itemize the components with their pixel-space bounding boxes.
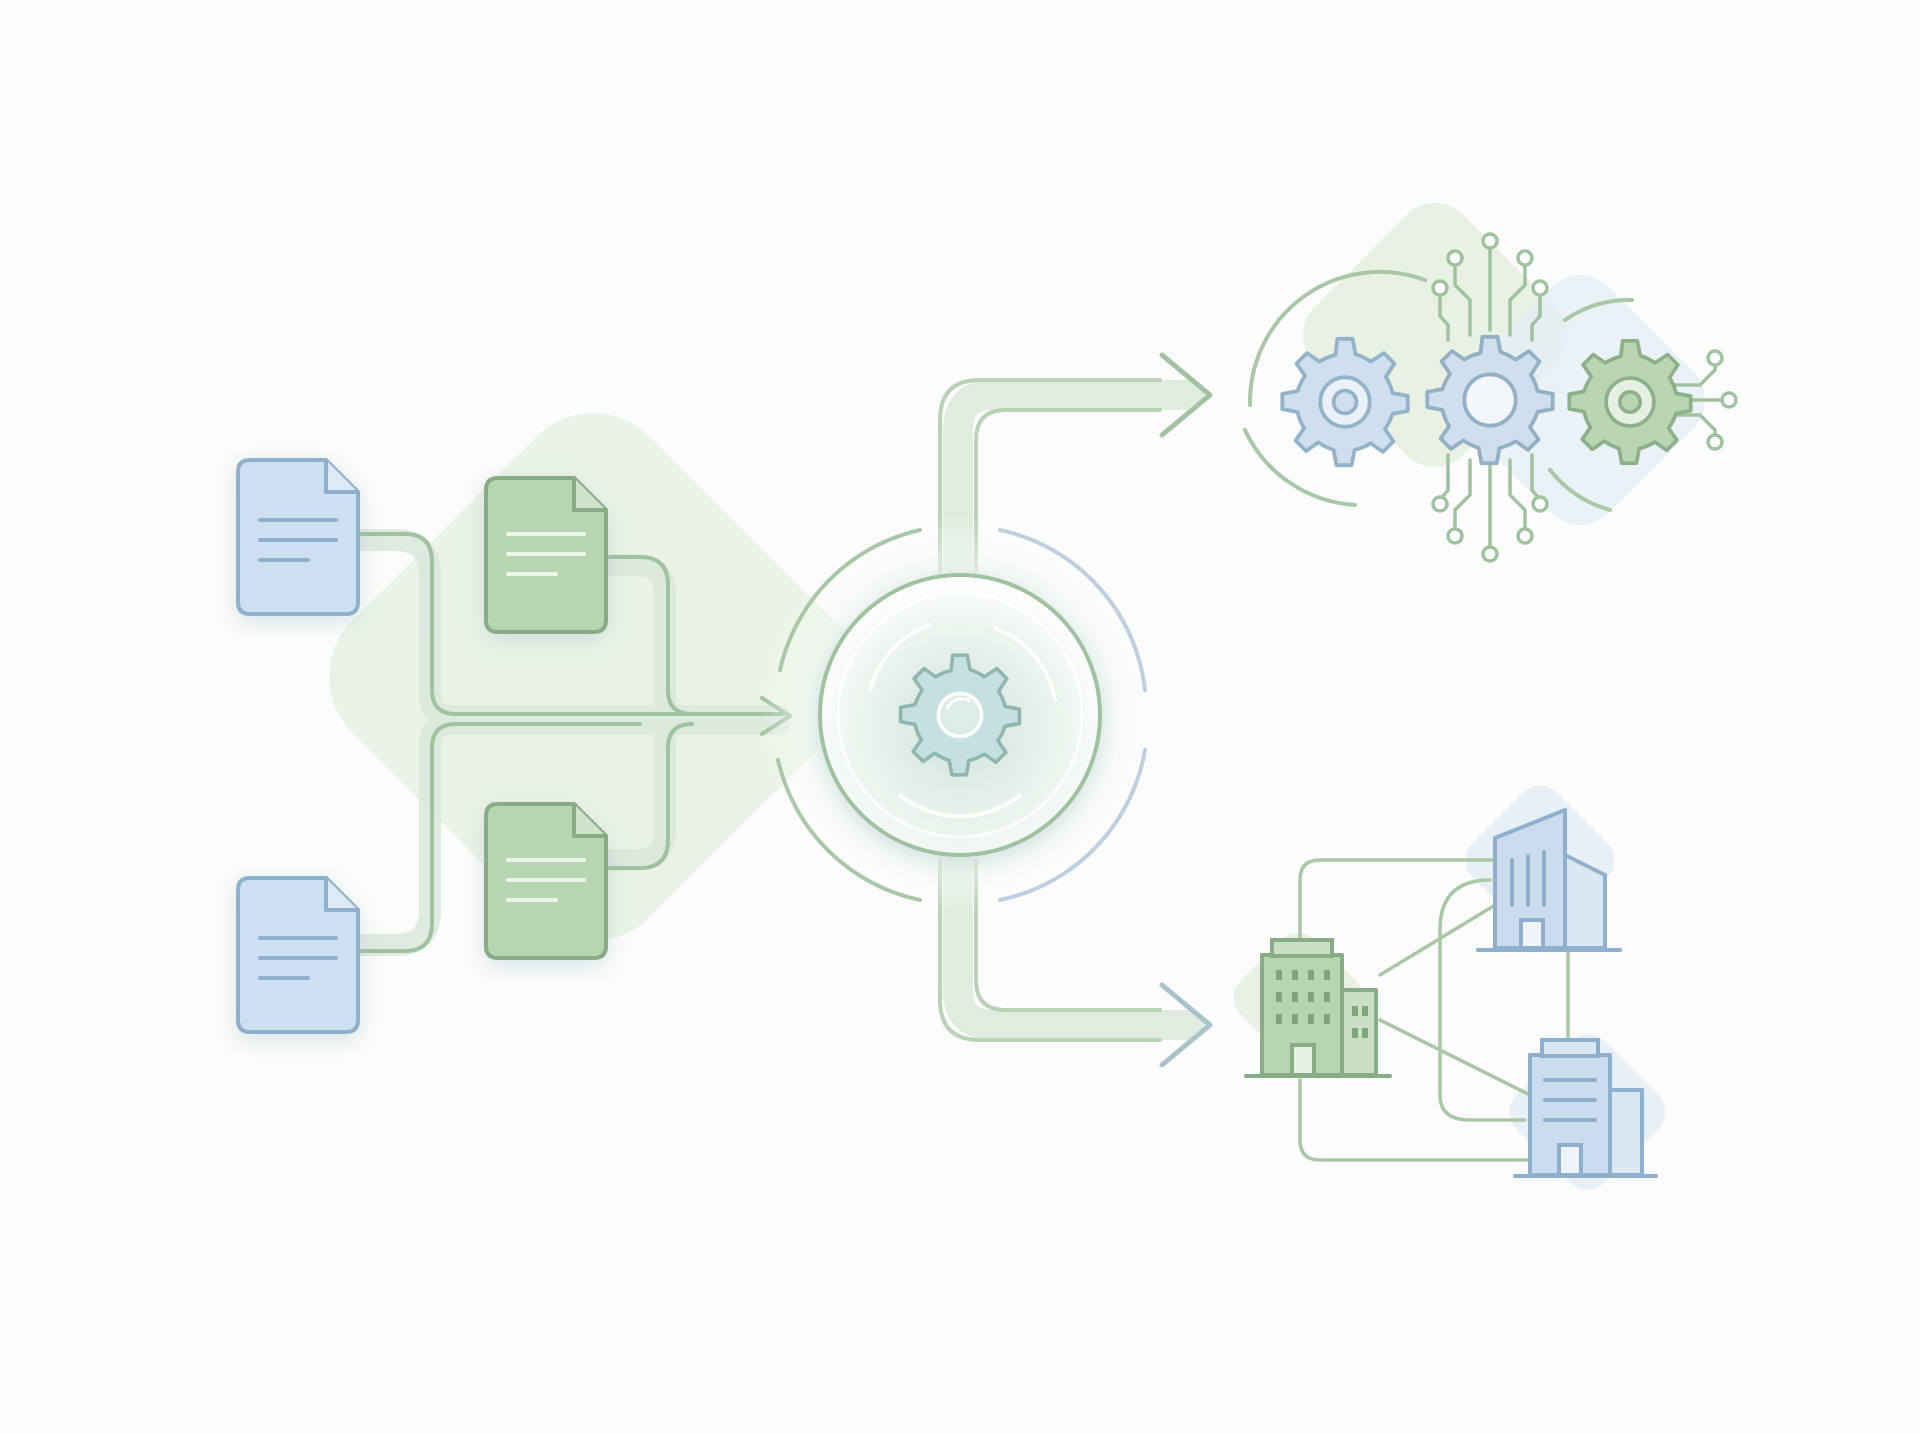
output-arrow-top	[1159, 352, 1213, 438]
input-documents	[236, 458, 608, 1034]
output-arrow-bottom	[1159, 982, 1213, 1068]
input-backdrop-diamond	[329, 413, 857, 941]
gear-icon-middle	[1425, 334, 1555, 466]
building-icon-blue-bottom	[1513, 1038, 1658, 1178]
processing-hub	[760, 515, 1160, 915]
document-icon	[236, 876, 360, 1034]
building-icon-green	[1244, 938, 1392, 1078]
input-connectors	[344, 529, 792, 956]
gears-circuit-icon	[1243, 232, 1738, 563]
gear-icon-right	[1567, 338, 1693, 466]
gear-icon-left	[1280, 336, 1410, 468]
document-icon	[484, 802, 608, 960]
document-icon	[484, 476, 608, 634]
building-icon-blue-top	[1476, 808, 1622, 952]
output-connectors	[938, 352, 1213, 1068]
document-icon	[236, 458, 360, 616]
building-network-icon	[1244, 808, 1658, 1178]
gear-icon	[898, 653, 1022, 777]
